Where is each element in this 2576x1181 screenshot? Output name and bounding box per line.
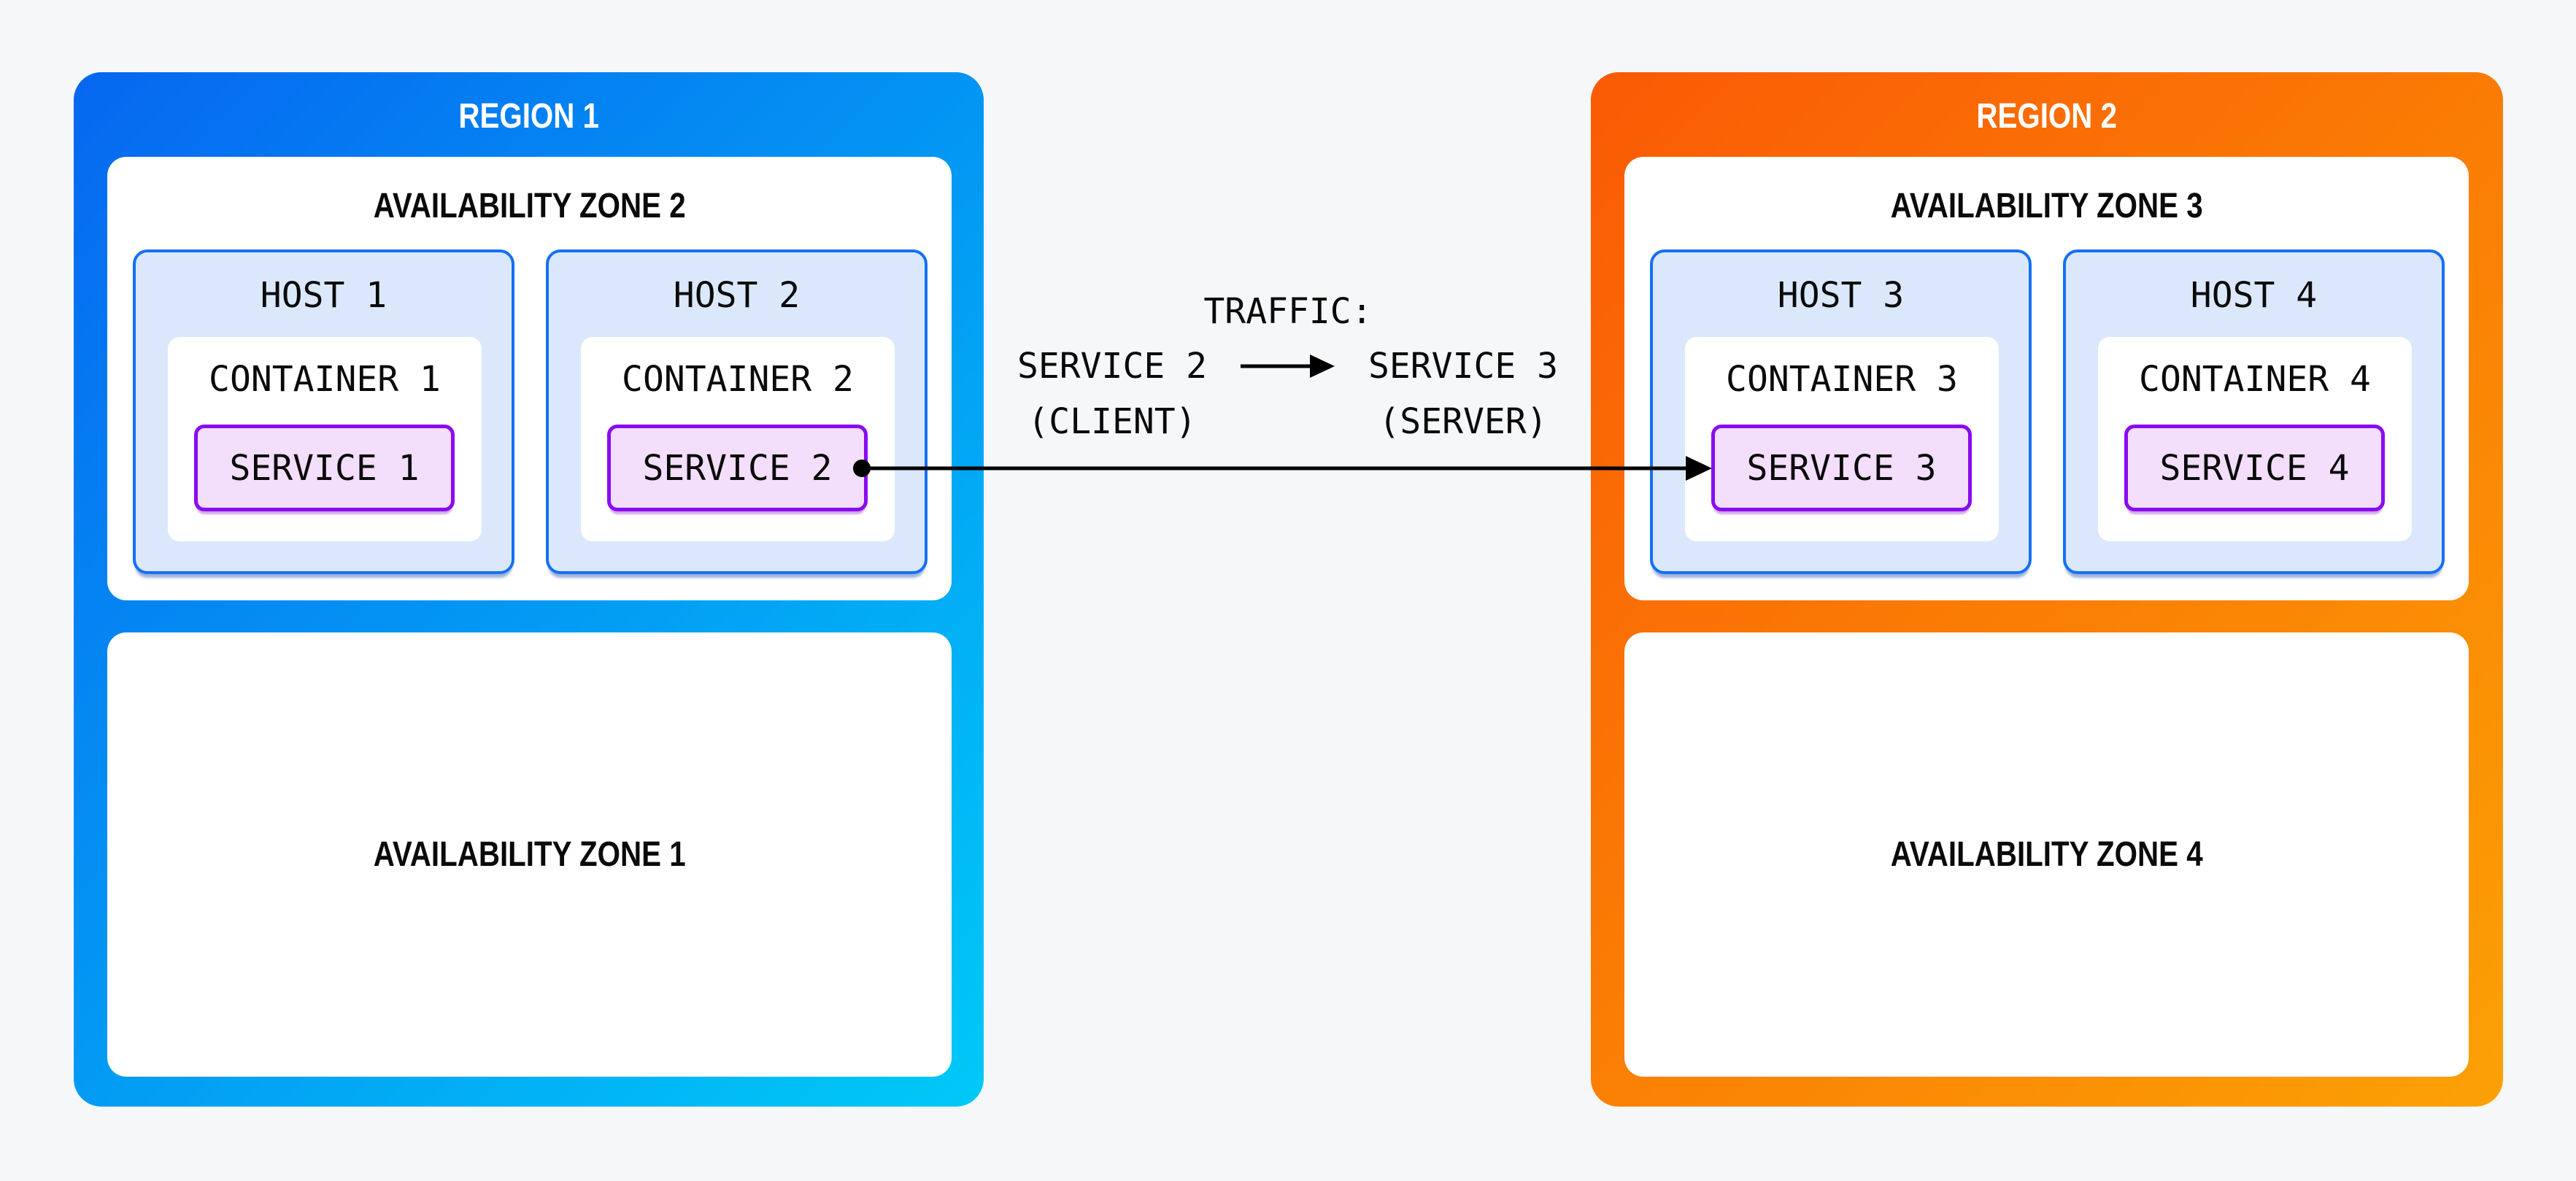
service-3-box: SERVICE 3 bbox=[1711, 425, 1972, 511]
container-3-box: CONTAINER 3 SERVICE 3 bbox=[1685, 337, 1999, 541]
availability-zone-2-title: AVAILABILITY ZONE 2 bbox=[373, 187, 686, 225]
availability-zone-3-title: AVAILABILITY ZONE 3 bbox=[1890, 187, 2203, 225]
container-4-title: CONTAINER 4 bbox=[2139, 359, 2371, 400]
region-2-box: REGION 2 AVAILABILITY ZONE 3 HOST 3 CONT… bbox=[1591, 72, 2503, 1107]
availability-zone-4-title: AVAILABILITY ZONE 4 bbox=[1890, 835, 2203, 874]
host-4-title: HOST 4 bbox=[2190, 275, 2318, 316]
availability-zone-4-box: AVAILABILITY ZONE 4 bbox=[1624, 632, 2469, 1077]
container-2-title: CONTAINER 2 bbox=[622, 359, 854, 400]
region-2-title-text: REGION 2 bbox=[1976, 96, 2118, 136]
traffic-server-service: SERVICE 3 bbox=[1368, 346, 1559, 387]
availability-zone-2-box: AVAILABILITY ZONE 2 HOST 1 CONTAINER 1 S… bbox=[107, 157, 952, 600]
container-2-box: CONTAINER 2 SERVICE 2 bbox=[581, 337, 895, 541]
container-1-title: CONTAINER 1 bbox=[209, 359, 441, 400]
region-1-box: REGION 1 AVAILABILITY ZONE 2 HOST 1 CONT… bbox=[74, 72, 984, 1107]
traffic-label: TRAFFIC: bbox=[1203, 291, 1373, 332]
host-2-box: HOST 2 CONTAINER 2 SERVICE 2 bbox=[546, 249, 928, 574]
region-1-title: REGION 1 bbox=[74, 72, 984, 160]
service-4-box: SERVICE 4 bbox=[2124, 425, 2385, 511]
host-3-title: HOST 3 bbox=[1777, 275, 1905, 316]
availability-zone-1-title: AVAILABILITY ZONE 1 bbox=[373, 835, 686, 874]
availability-zone-3-box: AVAILABILITY ZONE 3 HOST 3 CONTAINER 3 S… bbox=[1624, 157, 2469, 600]
host-1-box: HOST 1 CONTAINER 1 SERVICE 1 bbox=[133, 249, 514, 574]
availability-zone-1-box: AVAILABILITY ZONE 1 bbox=[107, 632, 952, 1077]
region-1-title-text: REGION 1 bbox=[458, 96, 599, 136]
traffic-client-role: (CLIENT) bbox=[1027, 401, 1197, 442]
container-4-box: CONTAINER 4 SERVICE 4 bbox=[2098, 337, 2412, 541]
container-3-title: CONTAINER 3 bbox=[1726, 359, 1958, 400]
traffic-client-service: SERVICE 2 bbox=[1017, 346, 1208, 387]
service-1-box: SERVICE 1 bbox=[194, 425, 455, 511]
region-2-title: REGION 2 bbox=[1591, 72, 2503, 160]
annotation-arrow-icon bbox=[1241, 355, 1335, 378]
host-2-title: HOST 2 bbox=[673, 275, 801, 316]
container-1-box: CONTAINER 1 SERVICE 1 bbox=[168, 337, 482, 541]
service-2-box: SERVICE 2 bbox=[607, 425, 868, 511]
host-3-box: HOST 3 CONTAINER 3 SERVICE 3 bbox=[1650, 249, 2032, 574]
traffic-server-role: (SERVER) bbox=[1378, 401, 1548, 442]
host-4-box: HOST 4 CONTAINER 4 SERVICE 4 bbox=[2063, 249, 2445, 574]
host-1-title: HOST 1 bbox=[260, 275, 387, 316]
